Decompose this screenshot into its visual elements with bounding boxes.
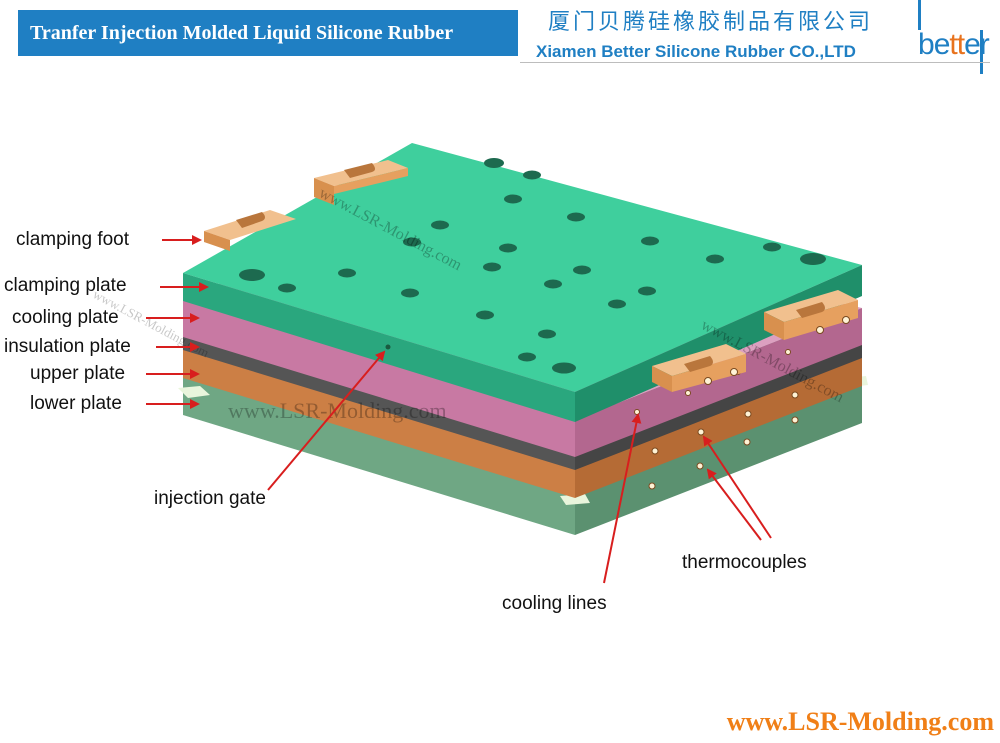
arrow-injection-gate bbox=[267, 350, 386, 491]
header-divider bbox=[520, 62, 990, 63]
spacer-pad bbox=[178, 386, 210, 398]
clamping-foot bbox=[314, 160, 408, 205]
clamping-foot bbox=[204, 210, 296, 251]
label-clamping-foot: clamping foot bbox=[16, 229, 130, 250]
logo-bar-icon bbox=[918, 0, 921, 30]
arrow-thermocouple-2 bbox=[706, 468, 762, 541]
annotation-arrows bbox=[146, 235, 772, 584]
label-cooling-lines: cooling lines bbox=[502, 593, 607, 614]
label-clamping-plate: clamping plate bbox=[4, 275, 127, 296]
watermark: www.LSR-Molding.com bbox=[228, 398, 447, 423]
company-logo: better bbox=[918, 28, 990, 61]
label-lower-plate: lower plate bbox=[30, 393, 122, 414]
company-name-english: Xiamen Better Silicone Rubber CO.,LTD bbox=[536, 42, 856, 61]
clamping-plate-holes bbox=[239, 158, 826, 374]
label-cooling-plate: cooling plate bbox=[12, 307, 119, 328]
slide-title: Tranfer Injection Molded Liquid Silicone… bbox=[18, 10, 518, 56]
spacer-pad bbox=[560, 494, 590, 505]
label-thermocouples: thermocouples bbox=[682, 552, 807, 573]
company-name-chinese: 厦门贝腾硅橡胶制品有限公司 bbox=[548, 10, 874, 35]
clamping-foot bbox=[652, 344, 746, 392]
arrow-thermocouple-1 bbox=[702, 435, 772, 539]
arrow-cooling-lines bbox=[603, 413, 642, 584]
injection-gate-hole bbox=[385, 344, 391, 350]
footer-website-link[interactable]: www.LSR-Molding.com bbox=[726, 707, 994, 736]
label-injection-gate: injection gate bbox=[154, 488, 266, 509]
label-insulation-plate: insulation plate bbox=[4, 336, 131, 357]
logo-bar-icon-2 bbox=[980, 30, 983, 74]
label-upper-plate: upper plate bbox=[30, 363, 126, 384]
clamping-foot bbox=[764, 290, 858, 340]
